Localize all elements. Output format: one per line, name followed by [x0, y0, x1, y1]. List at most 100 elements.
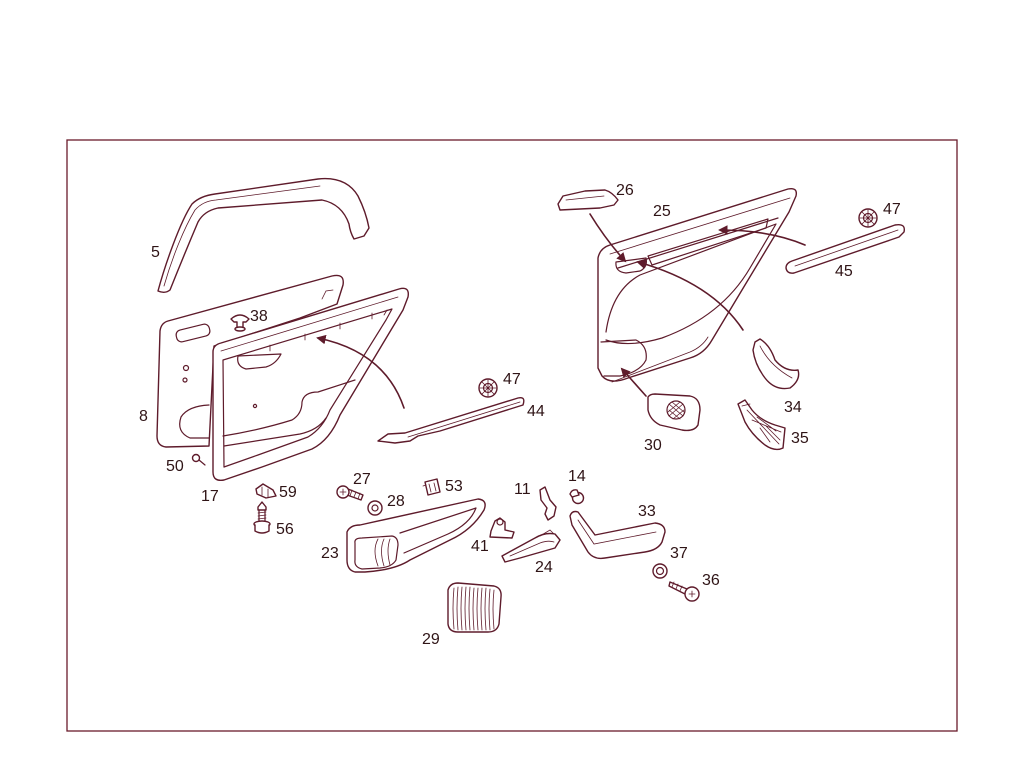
part-37-outer: [652, 563, 668, 579]
part-37-inner: [655, 566, 665, 576]
part-25-large-recess: [605, 223, 777, 345]
part-36-drive: [688, 590, 696, 598]
part-45-edge: [794, 229, 899, 267]
part-24-slot: [539, 529, 555, 537]
part-17-clip-marks: [269, 309, 388, 352]
callout-8: 8: [139, 408, 148, 425]
callout-47-center: 47: [503, 371, 521, 388]
callout-45: 45: [835, 263, 853, 280]
part-30-grille-mesh: [667, 401, 685, 420]
callout-11: 11: [514, 481, 531, 498]
part-25-top-rail: [609, 197, 791, 255]
callout-26: 26: [616, 182, 634, 199]
part-23-armrest: [346, 498, 486, 573]
part-8-pocket-curve: [179, 404, 210, 439]
part-30-speaker-cover: [647, 393, 701, 432]
part-38-clip: [230, 314, 250, 332]
callout-24: 24: [535, 559, 553, 576]
part-47-knob: [858, 208, 878, 228]
callout-44: 44: [527, 403, 545, 420]
part-47-rays: [479, 379, 497, 397]
part-14-clip: [569, 489, 585, 505]
part-17-outline: [212, 287, 409, 482]
part-47-rays: [859, 209, 877, 227]
part-27-drive: [339, 488, 347, 496]
part-23-inner-edge: [399, 507, 477, 554]
part-29-pocket: [447, 582, 502, 633]
part-50-shank: [198, 459, 206, 466]
part-24-edge: [509, 540, 555, 557]
part-27-threads: [349, 489, 361, 500]
part-34-outline: [752, 338, 800, 390]
part-8-hole: [182, 364, 190, 372]
part-11-outline: [539, 486, 557, 521]
part-11-bracket: [539, 486, 557, 521]
part-25-bottom-line: [611, 336, 709, 383]
part-44-outline: [377, 396, 525, 444]
part-59-clip: [255, 483, 277, 499]
part-53-detail: [422, 482, 437, 493]
part-24-handle: [501, 529, 561, 563]
callout-50: 50: [166, 458, 184, 475]
callout-37: 37: [670, 545, 688, 562]
assembly-arrow: [316, 334, 405, 409]
part-28-washer: [367, 500, 383, 516]
part-26-outline: [557, 189, 619, 211]
part-56-screw: [253, 501, 271, 534]
part-33-armrest-piece: [569, 510, 666, 560]
part-44-trim-strip: [377, 396, 525, 444]
callout-34: 34: [784, 399, 802, 416]
callout-30: 30: [644, 437, 662, 454]
assembly-arrow: [620, 367, 647, 397]
callout-59: 59: [279, 484, 297, 501]
part-28-outer: [367, 500, 383, 516]
part-44-edge: [407, 401, 521, 438]
part-17-handle-recess: [237, 353, 282, 370]
part-53-body: [424, 478, 441, 496]
part-17-armrest-lower: [223, 417, 327, 447]
callout-23: 23: [321, 545, 339, 562]
part-27-screw: [336, 485, 364, 501]
part-33-outline: [569, 510, 666, 560]
part-8-slot: [175, 323, 211, 343]
assembly-arrow: [636, 259, 744, 331]
callout-41: 41: [471, 538, 489, 555]
callout-14: 14: [568, 468, 586, 485]
part-8-outline: [156, 274, 344, 448]
callout-33: 33: [638, 503, 656, 520]
part-29-ribs: [452, 586, 495, 631]
part-34-edge: [759, 345, 793, 379]
part-35-outline: [737, 399, 786, 451]
part-8-hole: [182, 377, 188, 383]
part-59-body: [255, 483, 277, 499]
part-14-cap: [569, 489, 580, 498]
part-45-trim-strip: [785, 223, 905, 274]
callout-27: 27: [353, 471, 371, 488]
part-41-top: [496, 518, 504, 526]
part-17-inner-border: [222, 308, 393, 468]
part-53-clip: [422, 478, 441, 496]
callout-25: 25: [653, 203, 671, 220]
assembly-arrow: [718, 225, 806, 246]
part-56-head: [257, 501, 267, 511]
part-50-head: [191, 453, 201, 463]
part-41-outline: [489, 517, 515, 539]
callout-38: 38: [250, 308, 268, 325]
part-17-armrest-upper: [222, 379, 356, 437]
callout-56: 56: [276, 521, 294, 538]
diagram-frame: [66, 139, 958, 732]
part-23-pocket: [354, 535, 399, 570]
part-41-knob: [489, 517, 515, 539]
callout-36: 36: [702, 572, 720, 589]
part-8-inner-panel: [156, 274, 344, 448]
part-59-detail: [261, 486, 269, 498]
callout-17: 17: [201, 488, 219, 505]
part-50-screw: [191, 453, 206, 466]
callout-47-right: 47: [883, 201, 901, 218]
part-5-window-trim: [157, 177, 370, 293]
callout-35: 35: [791, 430, 809, 447]
callout-29: 29: [422, 631, 440, 648]
part-35-bracket: [737, 399, 786, 451]
part-56-threads: [257, 511, 267, 520]
